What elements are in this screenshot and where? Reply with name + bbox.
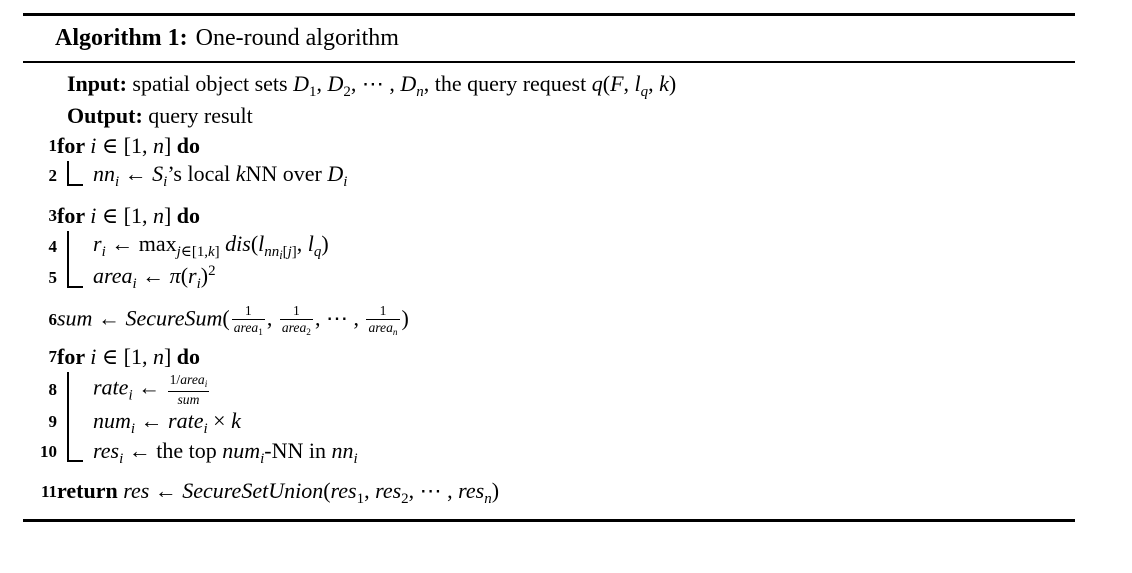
loop-bracket [67,372,93,408]
line-number: 5 [48,267,58,287]
line-number: 1 [48,136,58,155]
line-content: resi ← the top numi-NN in nni [93,437,358,467]
algorithm-body: Input: spatial object sets D1, D2, ⋯ , D… [23,63,1075,519]
algorithm-line: Input: spatial object sets D1, D2, ⋯ , D… [23,71,1075,101]
line-number: 10 [40,442,57,462]
line-content: ri ← maxj∈[1,k] dis(lnni[j], lq) [93,231,329,262]
loop-bracket [67,231,93,263]
algorithm-caption: Algorithm 1: One-round algorithm [23,16,1075,63]
algorithm-line: 2 nni ← Si’s local kNN over Di [23,161,1075,191]
algorithm-caption-title: One-round algorithm [195,25,399,51]
line-content: return res ← SecureSetUnion(res1, res2, … [57,477,500,507]
algorithm-line: 10 resi ← the top numi-NN in nni [23,437,1075,467]
algorithm-caption-label: Algorithm 1: [55,25,188,51]
loop-bracket [67,407,93,438]
algorithm-line: Output: query result [23,101,1075,131]
line-number: 7 [48,347,58,367]
loop-bracket [67,161,93,191]
line-number: 6 [48,310,58,330]
algorithm-line: 9 numi ← ratei × k [23,407,1075,438]
line-content: areai ← π(ri)2 [93,262,216,292]
algorithm-box: Algorithm 1: One-round algorithm Input: s… [23,13,1075,523]
algorithm-line: 5 areai ← π(ri)2 [23,262,1075,293]
loop-bracket [67,262,93,293]
line-number: 3 [48,206,58,225]
line-content: for i ∈ [1, n] do [57,203,201,228]
line-content: nni ← Si’s local kNN over Di [93,161,348,190]
line-number: 4 [48,236,58,256]
line-content: Output: query result [67,103,253,128]
line-content: Input: spatial object sets D1, D2, ⋯ , D… [67,71,677,100]
line-number: 9 [48,412,58,432]
line-content: for i ∈ [1, n] do [57,133,201,158]
line-content: numi ← ratei × k [93,407,241,437]
algorithm-line: 4 ri ← maxj∈[1,k] dis(lnni[j], lq) [23,231,1075,263]
line-content: for i ∈ [1, n] do [57,344,201,370]
loop-bracket [67,437,93,467]
line-number: 11 [40,482,57,502]
line-number: 8 [48,379,58,399]
line-number: 2 [48,166,58,185]
